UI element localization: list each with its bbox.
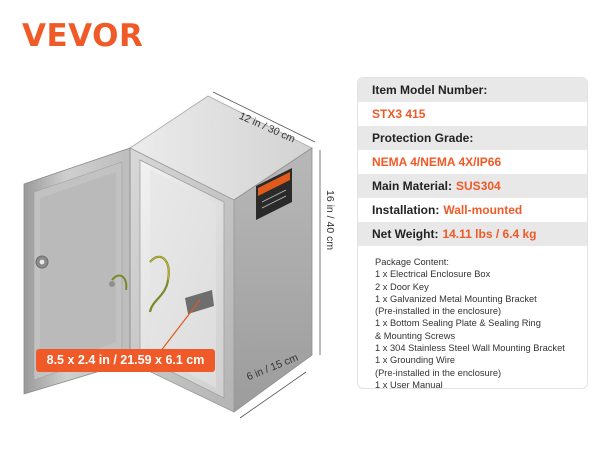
height-dimension-label: 16 in / 40 cm — [324, 190, 336, 251]
spec-row-model-label: Item Model Number: — [358, 78, 587, 102]
enclosure-illustration — [23, 91, 321, 419]
spec-panel: Item Model Number: STX3 415 Protection G… — [357, 77, 588, 389]
package-line: 1 x Electrical Enclosure Box — [375, 269, 491, 280]
package-line: 2 x Door Key — [375, 281, 429, 292]
package-line: 1 x User Manual — [375, 379, 443, 389]
model-label: Item Model Number: — [372, 83, 488, 97]
spec-row-weight: Net Weight: 14.11 lbs / 6.4 kg — [358, 222, 587, 246]
package-line: 1 x Bottom Sealing Plate & Sealing Ring — [375, 318, 541, 329]
package-content: Package Content: 1 x Electrical Enclosur… — [358, 246, 587, 389]
package-line: 1 x Galvanized Metal Mounting Bracket — [375, 293, 537, 304]
protection-value: NEMA 4/NEMA 4X/IP66 — [372, 155, 502, 169]
material-value: SUS304 — [456, 179, 501, 193]
brand-logo: VEVOR — [22, 18, 144, 54]
package-line: (Pre-installed in the enclosure) — [375, 306, 502, 317]
spec-row-protection-value: NEMA 4/NEMA 4X/IP66 — [358, 150, 587, 174]
protection-label: Protection Grade: — [372, 131, 474, 145]
model-value: STX3 415 — [372, 107, 426, 121]
package-line: 1 x Grounding Wire — [375, 355, 456, 366]
spec-row-installation: Installation: Wall-mounted — [358, 198, 587, 222]
package-line: 1 x 304 Stainless Steel Wall Mounting Br… — [375, 343, 565, 354]
spec-row-model-value: STX3 415 — [358, 102, 587, 126]
plate-size-callout: 8.5 x 2.4 in / 21.59 x 6.1 cm — [36, 349, 215, 372]
weight-label: Net Weight: — [372, 227, 439, 241]
weight-value: 14.11 lbs / 6.4 kg — [442, 227, 537, 241]
spec-row-protection-label: Protection Grade: — [358, 126, 587, 150]
package-title: Package Content: — [375, 257, 449, 267]
spec-row-material: Main Material: SUS304 — [358, 174, 587, 198]
installation-value: Wall-mounted — [443, 203, 523, 217]
package-line: (Pre-installed in the enclosure) — [375, 367, 502, 378]
material-label: Main Material: — [372, 179, 453, 193]
package-line: & Mounting Screws — [375, 330, 456, 341]
installation-label: Installation: — [372, 203, 440, 217]
